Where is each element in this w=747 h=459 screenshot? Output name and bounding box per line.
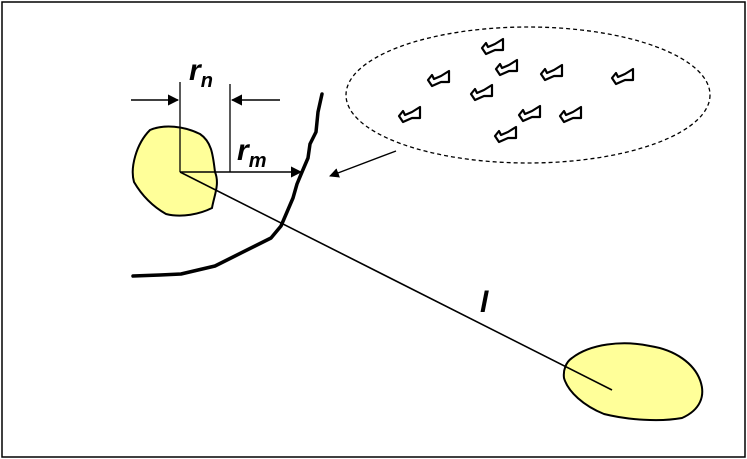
- target-blob-right: [562, 342, 704, 422]
- distance-label: l: [480, 286, 489, 319]
- plane-icon: [397, 105, 422, 124]
- plane-icon: [469, 83, 494, 102]
- formation-ellipse: [345, 26, 711, 164]
- plane-icon: [480, 37, 505, 56]
- plane-icon: [426, 69, 451, 88]
- formation-pointer-arrow: [329, 150, 397, 178]
- plane-icon: [558, 105, 583, 124]
- rn-label: rn: [189, 54, 213, 92]
- plane-icon: [539, 63, 564, 82]
- distance-line: [179, 171, 613, 391]
- plane-icon: [610, 67, 635, 86]
- target-blob-left: [131, 125, 218, 217]
- plane-icon: [494, 58, 519, 77]
- boundary-curve: [131, 92, 324, 278]
- aircraft-group: [397, 37, 635, 144]
- plane-icon: [517, 104, 542, 123]
- rm-label: rm: [237, 134, 266, 172]
- plane-icon: [493, 125, 518, 144]
